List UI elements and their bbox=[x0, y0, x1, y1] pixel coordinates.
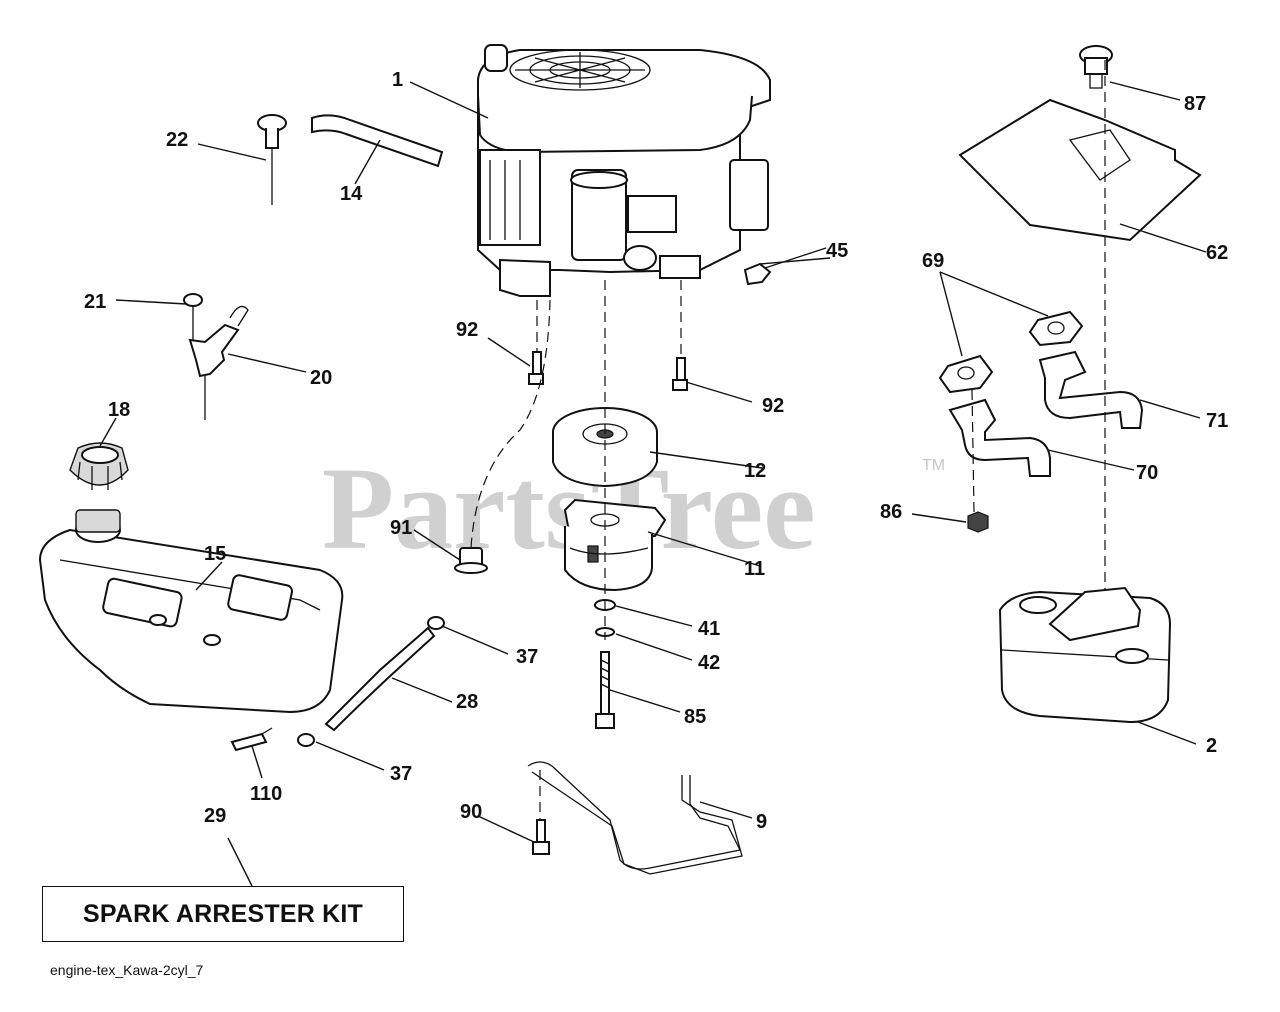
callout-21: 21 bbox=[84, 291, 106, 313]
bolt-part-85[interactable] bbox=[595, 651, 615, 729]
callout-70: 70 bbox=[1136, 462, 1158, 484]
callout-12: 12 bbox=[744, 460, 766, 482]
clamp-part-37-bottom[interactable] bbox=[297, 733, 315, 747]
callout-18: 18 bbox=[108, 399, 130, 421]
callout-62: 62 bbox=[1206, 242, 1228, 264]
callout-22: 22 bbox=[166, 129, 188, 151]
spark-arrester-kit-label: SPARK ARRESTER KIT bbox=[42, 886, 404, 942]
assembly-lines bbox=[470, 60, 1106, 820]
dipstick-part-22[interactable] bbox=[257, 114, 287, 205]
fitting-part-110[interactable] bbox=[230, 727, 273, 752]
callout-37-top: 37 bbox=[516, 646, 538, 668]
callout-1: 1 bbox=[392, 69, 403, 91]
callout-41: 41 bbox=[698, 618, 720, 640]
callout-110: 110 bbox=[250, 783, 282, 805]
watermark-trademark: TM bbox=[922, 457, 945, 474]
bolt-part-92-right[interactable] bbox=[672, 357, 688, 391]
callout-37-bottom: 37 bbox=[390, 763, 412, 785]
fuel-cap-part-18[interactable] bbox=[69, 442, 129, 490]
engine-part-1[interactable] bbox=[477, 44, 771, 297]
gasket-part-69[interactable] bbox=[938, 310, 1084, 394]
callout-2: 2 bbox=[1206, 735, 1217, 757]
callout-86: 86 bbox=[880, 501, 902, 523]
callout-29: 29 bbox=[204, 805, 226, 827]
sensor-part-45[interactable] bbox=[743, 247, 827, 286]
tube-part-14[interactable] bbox=[311, 114, 444, 168]
bushing-part-91[interactable] bbox=[454, 547, 488, 574]
callout-91: 91 bbox=[390, 517, 412, 539]
callout-15: 15 bbox=[204, 543, 226, 565]
bolt-part-92-left[interactable] bbox=[528, 351, 544, 385]
knob-part-21[interactable] bbox=[183, 293, 203, 340]
diagram-code: engine-tex_Kawa-2cyl_7 bbox=[50, 962, 204, 978]
muffler-part-2[interactable] bbox=[998, 586, 1172, 724]
callout-92-right: 92 bbox=[762, 395, 784, 417]
throttle-part-20[interactable] bbox=[188, 305, 249, 420]
clutch-part-11[interactable] bbox=[563, 498, 667, 592]
clamp-part-37-top[interactable] bbox=[427, 616, 445, 630]
knob-part-87[interactable] bbox=[1079, 45, 1113, 89]
callout-92-left: 92 bbox=[456, 319, 478, 341]
bolt-part-90[interactable] bbox=[532, 819, 550, 855]
exhaust-pipe-part-71[interactable] bbox=[1038, 350, 1144, 429]
callout-90: 90 bbox=[460, 801, 482, 823]
exhaust-pipe-part-70[interactable] bbox=[948, 398, 1051, 477]
heat-shield-part-62[interactable] bbox=[958, 98, 1202, 242]
callout-42: 42 bbox=[698, 652, 720, 674]
callout-9: 9 bbox=[756, 811, 767, 833]
callout-20: 20 bbox=[310, 367, 332, 389]
fuel-line-part-28[interactable] bbox=[324, 626, 436, 732]
callout-45: 45 bbox=[826, 240, 848, 262]
callout-71: 71 bbox=[1206, 410, 1228, 432]
callout-14: 14 bbox=[340, 183, 363, 205]
fuel-tank-part-15[interactable] bbox=[38, 509, 344, 714]
callout-85: 85 bbox=[684, 706, 706, 728]
nut-part-86[interactable] bbox=[967, 511, 989, 533]
leader-lines bbox=[99, 81, 1207, 887]
rod-part-9[interactable] bbox=[527, 761, 743, 875]
callout-87: 87 bbox=[1184, 93, 1206, 115]
callout-69: 69 bbox=[922, 250, 944, 272]
callout-labels: 1 2 9 11 12 14 15 18 20 21 22 28 29 37 3… bbox=[84, 69, 1228, 833]
callout-28: 28 bbox=[456, 691, 478, 713]
callout-11: 11 bbox=[744, 558, 765, 580]
